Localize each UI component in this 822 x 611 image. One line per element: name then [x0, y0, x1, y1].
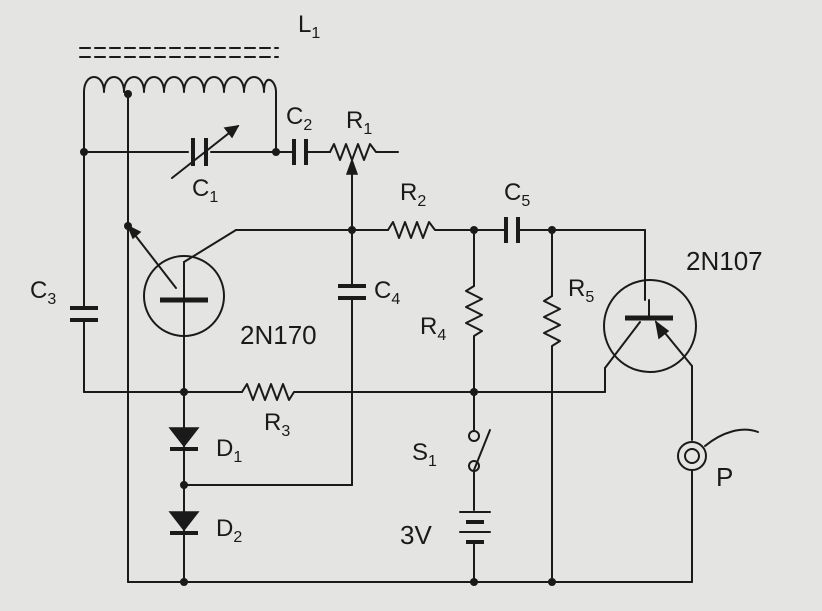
diode-d1	[168, 427, 200, 451]
resistor-r2	[387, 221, 475, 239]
transistor-q2	[603, 279, 697, 373]
label-c1: C1	[192, 175, 218, 206]
capacitor-c2	[292, 139, 308, 165]
battery-3v	[459, 511, 491, 583]
variable-capacitor-c1	[171, 125, 240, 179]
label-l1: L1	[298, 11, 320, 42]
inductor-l1	[83, 76, 277, 153]
label-r3: R3	[264, 409, 290, 440]
capacitor-c5	[504, 217, 520, 243]
ferrite-core	[79, 47, 279, 58]
r1-wiper-arrow	[345, 157, 359, 175]
transistor-q1	[126, 224, 225, 583]
switch-s1	[468, 391, 491, 511]
label-q1: 2N170	[240, 320, 317, 350]
resistor-r5	[543, 295, 561, 583]
label-d2: D2	[216, 515, 242, 546]
resistor-r3	[241, 383, 606, 401]
label-c4: C4	[374, 277, 400, 308]
label-r4: R4	[420, 313, 446, 344]
capacitor-c4	[338, 284, 366, 300]
label-r5: R5	[568, 275, 594, 306]
potentiometer-r1	[329, 143, 399, 161]
label-r2: R2	[400, 179, 426, 210]
capacitor-c3	[70, 306, 98, 322]
label-c2: C2	[286, 103, 312, 134]
label-s1: S1	[412, 439, 437, 470]
label-c5: C5	[504, 179, 530, 210]
label-c3: C3	[30, 277, 56, 308]
label-q2: 2N107	[686, 246, 763, 276]
label-r1: R1	[346, 107, 372, 138]
label-battery: 3V	[400, 520, 432, 550]
label-phones: P	[716, 462, 733, 492]
label-d1: D1	[216, 435, 242, 466]
resistor-r4	[465, 285, 483, 393]
diode-d2	[168, 511, 200, 535]
